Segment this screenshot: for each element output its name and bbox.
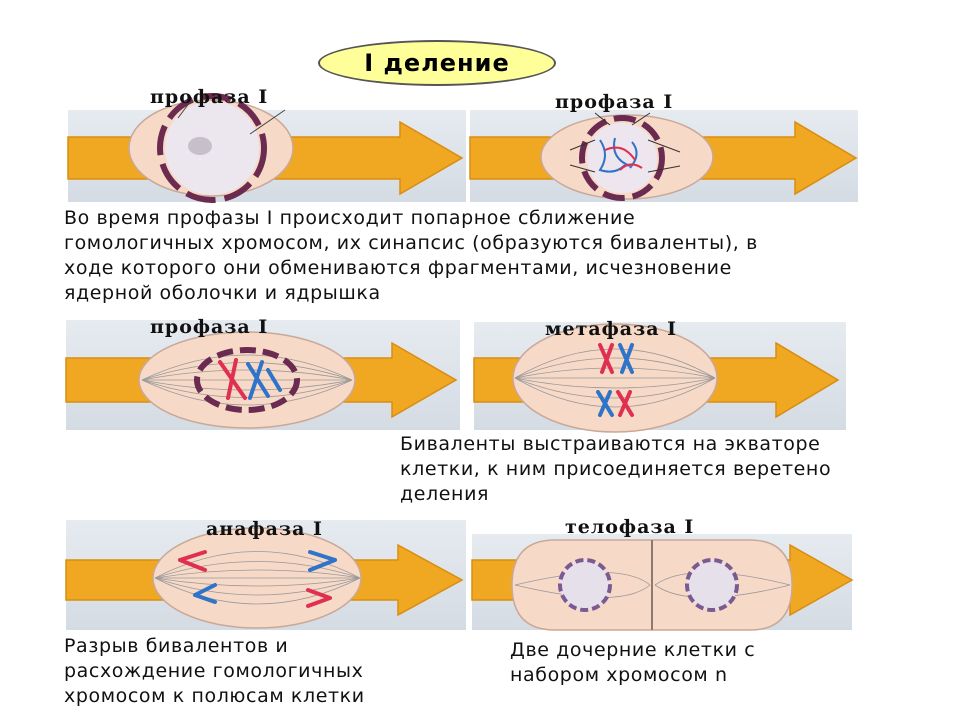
desc-line: ядерной оболочки и ядрышка — [64, 282, 381, 304]
description-anaphase: Разрыв бивалентов и расхождение гомологи… — [64, 634, 474, 709]
label-prophase-3: профаза I — [150, 316, 269, 338]
description-metaphase: Биваленты выстраиваются на экваторе клет… — [400, 432, 945, 507]
diagram-title: I деление — [364, 49, 510, 77]
label-anaphase: анафаза I — [206, 518, 323, 540]
desc-line: Две дочерние клетки с — [510, 639, 756, 661]
desc-line: набором хромосом n — [510, 664, 728, 686]
desc-line: ходе которого они обмениваются фрагмента… — [64, 257, 732, 279]
cell-metaphase — [512, 323, 718, 433]
desc-line: клетки, к ним присоединяется веретено — [400, 458, 832, 480]
desc-line: Биваленты выстраиваются на экваторе — [400, 433, 821, 455]
desc-line: хромосом к полюсам клетки — [64, 685, 365, 707]
cell-prophase-1 — [128, 93, 294, 203]
cell-prophase-spindle — [138, 331, 356, 429]
label-prophase-2: профаза I — [555, 91, 674, 113]
desc-line: Во время профазы I происходит попарное с… — [64, 207, 636, 229]
cell-prophase-2 — [540, 112, 714, 201]
cell-telophase — [511, 539, 793, 631]
title-oval: I деление — [318, 40, 556, 86]
description-prophase: Во время профазы I происходит попарное с… — [64, 206, 944, 306]
cell-anaphase — [152, 527, 362, 629]
desc-line: расхождение гомологичных — [64, 660, 364, 682]
desc-line: Разрыв бивалентов и — [64, 635, 289, 657]
label-prophase-1: профаза I — [150, 86, 269, 108]
label-metaphase: метафаза I — [545, 318, 678, 340]
description-telophase: Две дочерние клетки с набором хромосом n — [510, 638, 930, 688]
desc-line: деления — [400, 483, 490, 505]
desc-line: гомологичных хромосом, их синапсис (обра… — [64, 232, 758, 254]
label-telophase: телофаза I — [565, 516, 695, 538]
